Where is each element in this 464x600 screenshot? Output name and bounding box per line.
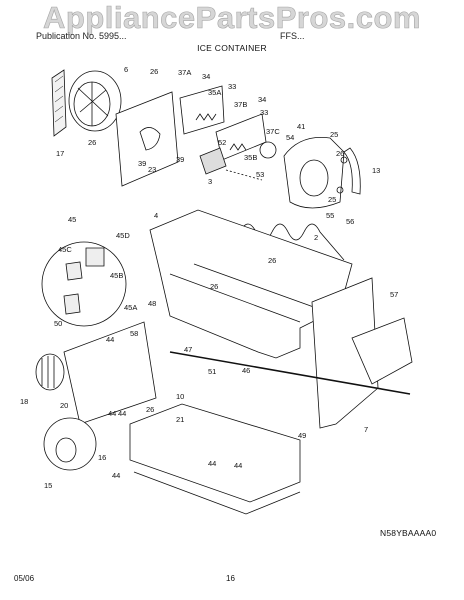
part-45-detail-circle: [41, 241, 127, 327]
callout-label: 54: [286, 133, 294, 142]
callout-label: 34: [202, 72, 210, 81]
callout-label: 53: [256, 170, 264, 179]
part-41-housing: [283, 137, 345, 209]
callout-label: 45A: [124, 303, 137, 312]
callout-label: 7: [364, 425, 368, 434]
callout-label: 33: [228, 82, 236, 91]
part-23-plate: [115, 91, 179, 187]
callout-label: 45: [68, 215, 76, 224]
part-15-bulb: [55, 437, 77, 463]
callout-label: 25: [330, 130, 338, 139]
callout-label: 37C: [266, 127, 280, 136]
callout-label: 44: [234, 461, 242, 470]
part-49-tray: [129, 403, 301, 503]
footer-date: 05/06: [14, 574, 35, 583]
callout-label: 26: [336, 149, 344, 158]
callout-label: 55: [326, 211, 334, 220]
callout-label: 35B: [244, 153, 257, 162]
callout-label: 23: [148, 165, 156, 174]
part-45a-housing: [63, 321, 157, 425]
part-57-chute: [351, 317, 413, 385]
callout-label: 18: [20, 397, 28, 406]
callout-label: 26: [150, 67, 158, 76]
publication-number: Publication No. 5995...: [36, 31, 127, 41]
part-46-rod: [169, 351, 411, 395]
callout-label: 44: [112, 471, 120, 480]
part-4-ice-container: [149, 209, 353, 359]
callout-label: 21: [176, 415, 184, 424]
callout-label: 44: [108, 409, 116, 418]
callout-label: 45C: [58, 245, 72, 254]
callout-label: 2: [314, 233, 318, 242]
callout-label: 50: [54, 319, 62, 328]
callout-label: 26: [146, 405, 154, 414]
model-number: FFS...: [280, 31, 305, 41]
callout-label: 35A: [208, 88, 221, 97]
callout-label: 16: [98, 453, 106, 462]
callout-label: 15: [44, 481, 52, 490]
callout-label: 58: [130, 329, 138, 338]
callout-label: 49: [298, 431, 306, 440]
part-45c-actuator: [65, 261, 83, 281]
part-50-bracket: [63, 293, 81, 315]
diagram-code: N58YBAAAA0: [380, 528, 437, 538]
callout-label: 20: [60, 401, 68, 410]
part-13-bracket: [343, 147, 361, 195]
callout-label: 41: [297, 122, 305, 131]
callout-label: 39: [138, 159, 146, 168]
callout-label: 45D: [116, 231, 130, 240]
callout-label: 46: [242, 366, 250, 375]
callout-label: 57: [390, 290, 398, 299]
callout-label: 33: [260, 108, 268, 117]
callout-label: 34: [258, 95, 266, 104]
callout-label: 4: [154, 211, 158, 220]
callout-label: 3: [208, 177, 212, 186]
callout-label: 56: [346, 217, 354, 226]
callout-label: 10: [176, 392, 184, 401]
callout-label: 39: [176, 155, 184, 164]
part-6-auger: [68, 70, 122, 132]
callout-label: 48: [148, 299, 156, 308]
part-52-solenoid: [199, 147, 227, 175]
callout-label: 26: [210, 282, 218, 291]
callout-label: 26: [268, 256, 276, 265]
callout-label: 44: [118, 409, 126, 418]
callout-label: 52: [218, 138, 226, 147]
part-18-motor: [35, 353, 65, 391]
part-54-motor: [259, 141, 277, 159]
callout-label: 47: [184, 345, 192, 354]
callout-label: 13: [372, 166, 380, 175]
watermark-text: AppliancePartsPros.com: [43, 0, 421, 35]
section-title: ICE CONTAINER: [197, 43, 267, 53]
part-57-dispenser-front: [311, 277, 379, 429]
callout-label: 25: [328, 195, 336, 204]
part-17-strip: [51, 69, 67, 137]
callout-label: 44: [208, 459, 216, 468]
callout-label: 37A: [178, 68, 191, 77]
callout-label: 37B: [234, 100, 247, 109]
callout-label: 6: [124, 65, 128, 74]
part-45d-switch: [85, 247, 105, 267]
callout-label: 51: [208, 367, 216, 376]
footer-page-number: 16: [226, 574, 235, 583]
callout-label: 17: [56, 149, 64, 158]
part-34-bracket: [179, 85, 225, 135]
callout-label: 45B: [110, 271, 123, 280]
callout-label: 26: [88, 138, 96, 147]
callout-label: 44: [106, 335, 114, 344]
